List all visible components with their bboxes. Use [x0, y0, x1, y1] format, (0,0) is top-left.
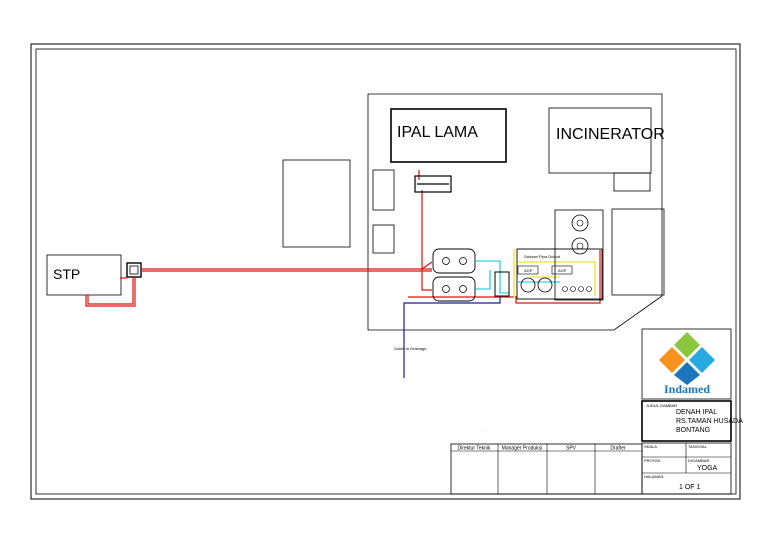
gauge-box-2 — [551, 265, 573, 275]
title-heading: JUDUL GAMBAR — [646, 403, 677, 408]
ipal-lama-label: IPAL LAMA — [397, 124, 478, 141]
blower-top — [571, 214, 589, 232]
ipal-lama-box — [390, 108, 507, 163]
sig-director: Direktur Teknik — [458, 446, 491, 452]
incinerator-box — [548, 107, 652, 174]
title-line-3: BONTANG — [676, 427, 710, 434]
outlet-note: Outlet to Drainage — [394, 346, 427, 351]
sig-manager: Manager Produksi — [502, 446, 543, 452]
waste-water-lines — [85, 170, 601, 307]
valve-2 — [570, 286, 576, 292]
distribution-box — [414, 175, 452, 193]
treatment-tanks — [432, 248, 476, 302]
incinerator-label: INCINERATOR — [556, 126, 665, 143]
valve-4 — [586, 286, 592, 292]
logo-frame — [641, 328, 732, 400]
pipe-note: Saluran Pipa Output — [524, 254, 561, 259]
pump-right — [537, 277, 553, 293]
separate-building — [282, 159, 351, 248]
sig-drafter: Drafter — [610, 446, 626, 452]
signature-table — [450, 443, 643, 495]
small-room-upper — [372, 169, 395, 211]
outlet-line — [403, 297, 501, 378]
logo-icon — [659, 332, 715, 385]
collection-chamber — [126, 262, 142, 278]
valve-1 — [562, 286, 568, 292]
gauge-label-1: AGP — [524, 268, 533, 273]
sheet-number: 1 OF 1 — [679, 484, 701, 491]
blower-middle — [571, 237, 589, 255]
digambar-label: DIGAMBAR — [688, 458, 709, 463]
inner-border — [35, 48, 737, 495]
drafter-name: YOGA — [697, 465, 718, 472]
gauge-box-1 — [517, 265, 539, 275]
gauge-label-2: AGP — [558, 268, 567, 273]
valve-3 — [578, 286, 584, 292]
small-room-lower — [372, 224, 395, 254]
skala-label: SKALA — [644, 444, 657, 449]
logo-text: Indamed — [664, 382, 710, 396]
incinerator-annex — [613, 172, 651, 192]
equipment-frame — [554, 209, 604, 301]
halaman-label: HALAMAN — [644, 474, 663, 479]
building-outline — [367, 93, 663, 331]
title-box — [641, 400, 732, 442]
collection-chamber-inner — [129, 265, 139, 275]
title-line-1: DENAH IPAL — [676, 409, 717, 416]
stp-box — [46, 254, 122, 296]
filter-unit — [494, 271, 510, 297]
pump-left — [520, 277, 536, 293]
right-room — [611, 208, 665, 296]
outer-border — [30, 43, 741, 500]
tanggal-label: TANGGAL — [688, 444, 708, 449]
title-line-2: RS.TAMAN HUSADA — [676, 418, 743, 425]
stray-dot: . — [485, 427, 486, 432]
proyek-label: PROYEK — [644, 458, 661, 463]
blower-middle-inner — [576, 242, 584, 250]
stp-label: STP — [53, 266, 80, 282]
sig-spv: SPV — [566, 446, 577, 452]
equipment-skid — [516, 248, 603, 300]
blower-top-inner — [576, 219, 584, 227]
